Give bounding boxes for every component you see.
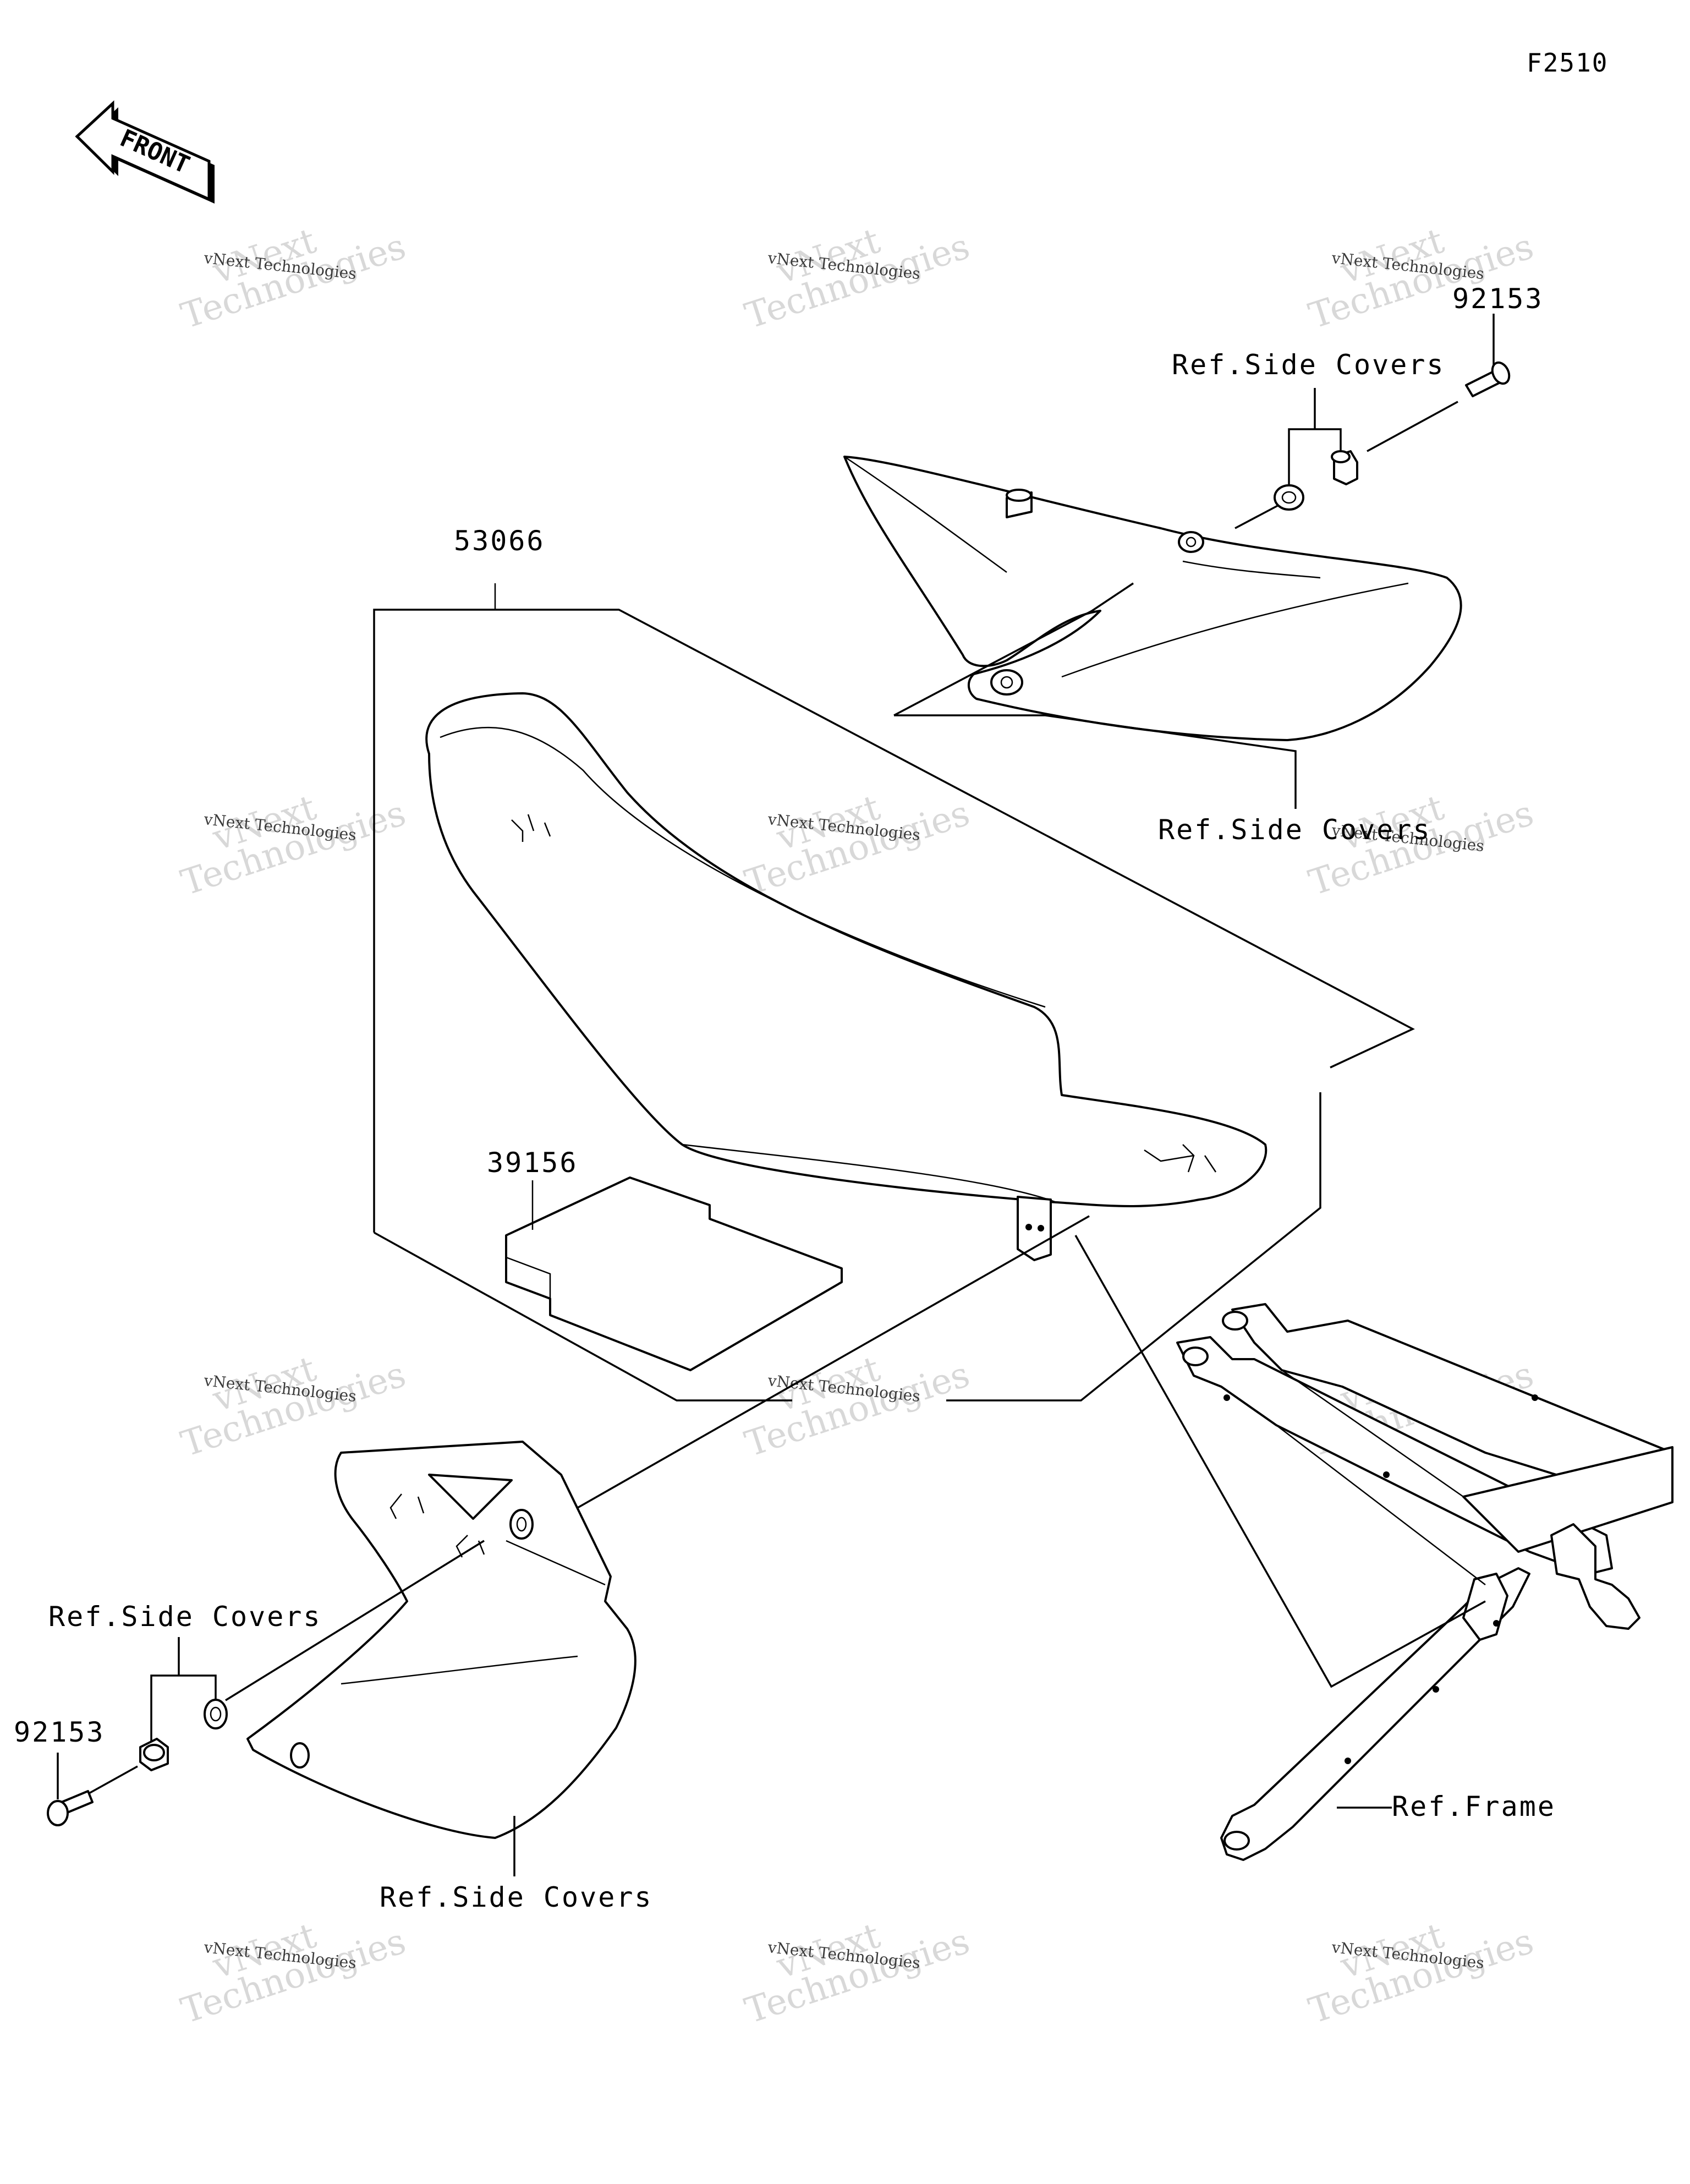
label-ref-side-covers-bottom: Ref.Side Covers [380,1881,653,1913]
collar-left-to-cover-line [225,1540,485,1701]
seat-group-bracket-bottom [374,1231,792,1402]
frame-part [1176,1303,1673,1861]
collar-to-cover-line [1234,502,1282,529]
bolt-left-to-collar-line [87,1765,138,1795]
label-seat-part-number: 53066 [454,525,545,557]
front-arrow-icon: FRONT [75,100,215,204]
collar-top-part [1274,450,1358,511]
label-bolt-left-part-number: 92153 [14,1716,105,1748]
side-cover-left-part [246,1441,637,1839]
seat-pad-part [505,1176,843,1371]
collar-left-part [139,1699,228,1771]
label-ref-frame: Ref.Frame [1392,1791,1556,1822]
side-cover-left-to-seat-line [577,1215,1090,1509]
frame-bracket [1074,1235,1486,1688]
figure-code: F2510 [1527,48,1608,78]
bolt-top-to-collar-line [1367,401,1458,452]
bolt-left-part [47,1790,94,1826]
bolt-top-part [1465,361,1511,397]
side-cover-right-part [843,456,1462,741]
label-seat-pad-part-number: 39156 [487,1147,578,1179]
side-cover-right-leader [894,714,1297,809]
side-cover-right-bracket [893,582,1134,716]
label-ref-side-covers-top: Ref.Side Covers [1172,349,1445,381]
seat-group-bracket-right [946,1092,1321,1402]
collar-left-bracket [150,1674,217,1742]
label-ref-side-covers-left: Ref.Side Covers [48,1601,322,1633]
seat-part [425,692,1268,1261]
label-ref-side-covers-right: Ref.Side Covers [1158,814,1431,846]
seat-group-bracket [373,609,1415,1233]
label-bolt-top-part-number: 92153 [1452,283,1544,315]
